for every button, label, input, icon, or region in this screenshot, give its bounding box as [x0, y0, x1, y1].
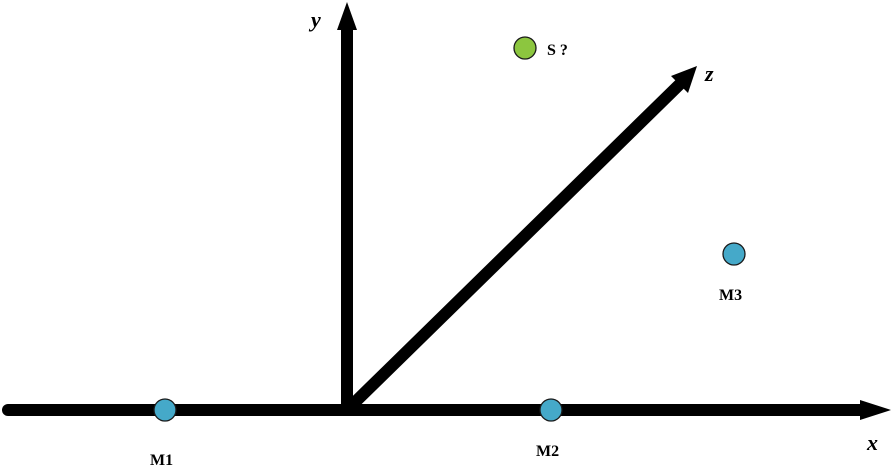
- point-m3: M3: [719, 242, 746, 304]
- z-axis: z: [341, 61, 714, 416]
- point-s: S ?: [513, 36, 568, 60]
- x-axis-label: x: [866, 430, 878, 455]
- x-axis: x: [2, 400, 891, 455]
- y-axis-label: y: [308, 7, 321, 32]
- y-axis: y: [308, 2, 357, 416]
- point-m2: M2: [536, 398, 563, 460]
- point-m1-label: M1: [150, 452, 173, 469]
- point-m2-marker: [539, 398, 563, 422]
- point-m1: M1: [150, 398, 177, 469]
- point-m2-label: M2: [536, 443, 559, 460]
- z-axis-arrowhead: [671, 66, 697, 93]
- point-m3-marker: [722, 242, 746, 266]
- point-m3-label: M3: [719, 287, 742, 304]
- z-axis-label: z: [704, 61, 714, 86]
- z-axis-line: [341, 78, 686, 416]
- point-s-label: S ?: [547, 42, 568, 59]
- point-m1-marker: [153, 398, 177, 422]
- x-axis-arrowhead: [860, 400, 891, 420]
- y-axis-arrowhead: [337, 2, 357, 30]
- point-s-marker: [513, 36, 537, 60]
